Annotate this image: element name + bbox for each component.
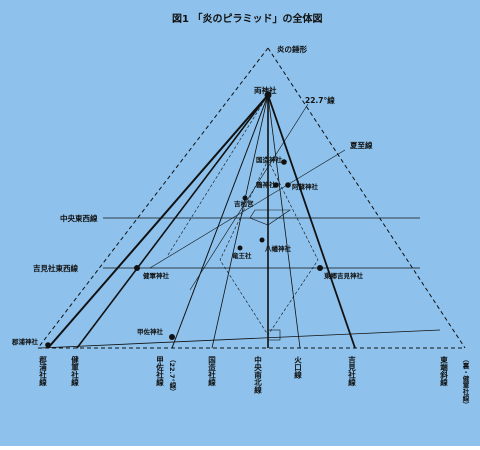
kosa-angle-label: （22.7°線） [168,356,177,395]
kosa-line [171,94,269,349]
gunpo-dot [45,342,51,348]
kosa-dot [169,334,175,340]
hachiman-label: 八幡神社 [264,244,292,253]
flame-right-edge [267,47,466,349]
kunisado-label: 国造神社 [256,155,283,164]
aso-dot [285,182,291,188]
base-marker [267,329,281,341]
yoshimi-line-label: 吉見社線 [347,355,356,388]
kosa-label: 甲佐神社 [137,327,164,336]
summer-solstice-line [149,149,346,269]
yoshimatsu-dot [242,195,248,201]
gunpo-line [47,94,269,349]
kunisado-line [211,94,269,349]
hon-label: 鶴神社 [256,180,276,189]
kosa-line-label: 甲佐社線 [155,356,164,388]
tokai-yoshimi-dot [317,265,323,271]
center-ns-label: 中央南北線 [253,355,262,395]
inner-dashed-left [167,94,269,256]
gunpo-line-label: 郡浦社線 [38,356,47,388]
gunpo-label: 郡浦神社 [11,337,39,346]
kako-line [267,94,301,349]
east-edge-label: 東端斜線 [439,355,448,388]
center-rhombus [249,209,291,226]
ryuou-dot [237,245,243,251]
summer-solstice-label: 夏至線 [349,140,373,150]
hachiman-dot [259,237,265,243]
kengun-dot [134,265,140,271]
base-line [39,329,441,349]
kengun-line-label: 健軍社線 [70,355,79,388]
top-shrine-dot [264,91,272,99]
kengun-line [76,94,269,349]
yoshimi-line [267,94,356,349]
line-22-7-label: 22.7°線 [305,95,335,105]
bottom-labels: 郡浦社線 健軍社線 甲佐社線 （22.7°線） 国造社線 中央南北線 火口線 吉… [38,355,470,408]
angle-22-7-line [189,103,309,291]
kunisado-line-label: 国造社線 [207,355,216,388]
hon-dot [273,182,279,188]
shrine-dots [45,91,323,348]
kunisado-dot [281,159,287,165]
kengun-label: 健軍神社 [143,271,170,280]
tokai-yoshimi-label: 東郷吉見神社 [324,271,364,280]
yoshimatsu-label: 吉松宮 [234,199,254,208]
ryuou-label: 竜王社 [232,251,252,260]
ura-kengun-label: （裏・健軍社線） [461,356,470,408]
kako-line-label: 火口線 [293,356,302,380]
flame-left-edge [37,47,269,349]
figure-title: 図1 「炎のピラミッド」の全体図 [172,12,322,25]
shrine-top-label: 両神社 [254,85,277,95]
center-ew-label: 中央東西線 [60,213,98,223]
flame-spindle-label: 炎の錘形 [277,44,307,54]
aso-label: 阿蘇神社 [292,182,319,191]
yoshimi-ew-label: 吉見社東西線 [33,263,78,273]
line-layer [37,47,466,349]
